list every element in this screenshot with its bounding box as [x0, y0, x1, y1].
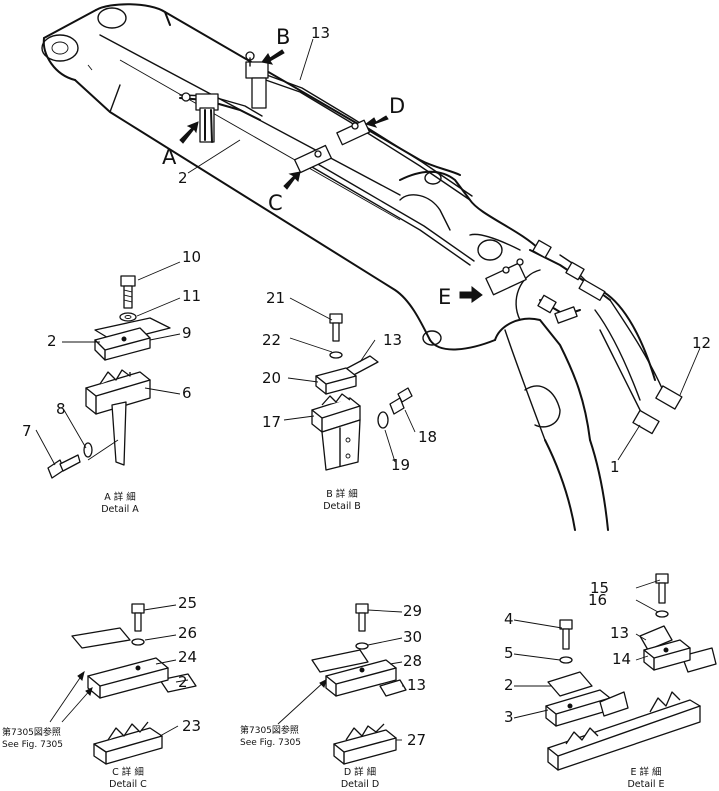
- callout-28: 28: [403, 652, 422, 670]
- clamp-D-on-boom: [336, 119, 371, 146]
- detail-C: [49, 603, 197, 765]
- callout-2-detailE: 2: [504, 676, 514, 694]
- callout-16: 16: [588, 591, 607, 609]
- callout-7: 7: [22, 422, 32, 440]
- detail-C-reference: See Fig. 7305: [2, 740, 63, 750]
- callout-22: 22: [262, 331, 281, 349]
- callout-11: 11: [182, 287, 201, 305]
- callout-13-main: 13: [311, 24, 330, 42]
- view-letter-A: A: [162, 145, 177, 169]
- detail-C-reference-jp: 第7305図参照: [2, 726, 61, 738]
- detail-C-caption: Detail C: [109, 779, 147, 790]
- detail-A-caption: Detail A: [101, 504, 139, 515]
- clamp-B-on-boom: [245, 51, 269, 109]
- clamp-A-on-boom: [181, 92, 219, 143]
- view-arrows: [179, 49, 483, 303]
- detail-D-caption: Detail D: [341, 779, 379, 790]
- callout-3: 3: [504, 708, 514, 726]
- callout-21: 21: [266, 289, 285, 307]
- callout-9: 9: [182, 324, 192, 342]
- callout-1: 1: [610, 458, 620, 476]
- view-letter-D: D: [389, 94, 405, 118]
- callout-8: 8: [56, 400, 66, 418]
- callout-26: 26: [178, 624, 197, 642]
- callout-2-main: 2: [178, 169, 188, 187]
- callout-23: 23: [182, 717, 201, 735]
- callout-14: 14: [612, 650, 631, 668]
- callout-20: 20: [262, 369, 281, 387]
- detail-E-caption-jp: E 詳 細: [630, 766, 661, 778]
- detail-D-reference-jp: 第7305図参照: [240, 724, 299, 736]
- callout-6: 6: [182, 384, 192, 402]
- detail-E: [513, 573, 717, 771]
- pipe-runs: [179, 73, 683, 435]
- callout-5: 5: [504, 644, 514, 662]
- detail-D-reference: See Fig. 7305: [240, 738, 301, 748]
- view-letter-B: B: [276, 25, 290, 49]
- callout-17: 17: [262, 413, 281, 431]
- callout-13-detailE: 13: [610, 624, 629, 642]
- view-letter-E: E: [438, 285, 451, 309]
- detail-D-caption-jp: D 詳 細: [344, 766, 376, 778]
- detail-E-caption: Detail E: [627, 779, 664, 790]
- callout-18: 18: [418, 428, 437, 446]
- detail-C-caption-jp: C 詳 細: [112, 766, 144, 778]
- callout-27: 27: [407, 731, 426, 749]
- callout-25: 25: [178, 594, 197, 612]
- callout-15: 15: [590, 579, 609, 597]
- detail-B-caption-jp: B 詳 細: [326, 488, 358, 500]
- callout-24: 24: [178, 648, 197, 666]
- clamp-E-on-boom: [485, 258, 527, 296]
- callout-29: 29: [403, 602, 422, 620]
- detail-B: [283, 297, 416, 471]
- callout-2-detailA: 2: [47, 332, 57, 350]
- detail-A: [35, 261, 181, 479]
- callout-4: 4: [504, 610, 514, 628]
- detail-B-caption: Detail B: [323, 501, 361, 512]
- callout-2-detailC: 2: [178, 673, 188, 691]
- callout-30: 30: [403, 628, 422, 646]
- clamp-C-on-boom: [293, 144, 333, 174]
- callout-13-detailD: 13: [407, 676, 426, 694]
- detail-D: [277, 603, 407, 765]
- callout-19: 19: [391, 456, 410, 474]
- callout-10: 10: [182, 248, 201, 266]
- detail-A-caption-jp: A 詳 細: [104, 491, 136, 503]
- callout-12: 12: [692, 334, 711, 352]
- callout-13-detailB: 13: [383, 331, 402, 349]
- view-letter-C: C: [268, 191, 283, 215]
